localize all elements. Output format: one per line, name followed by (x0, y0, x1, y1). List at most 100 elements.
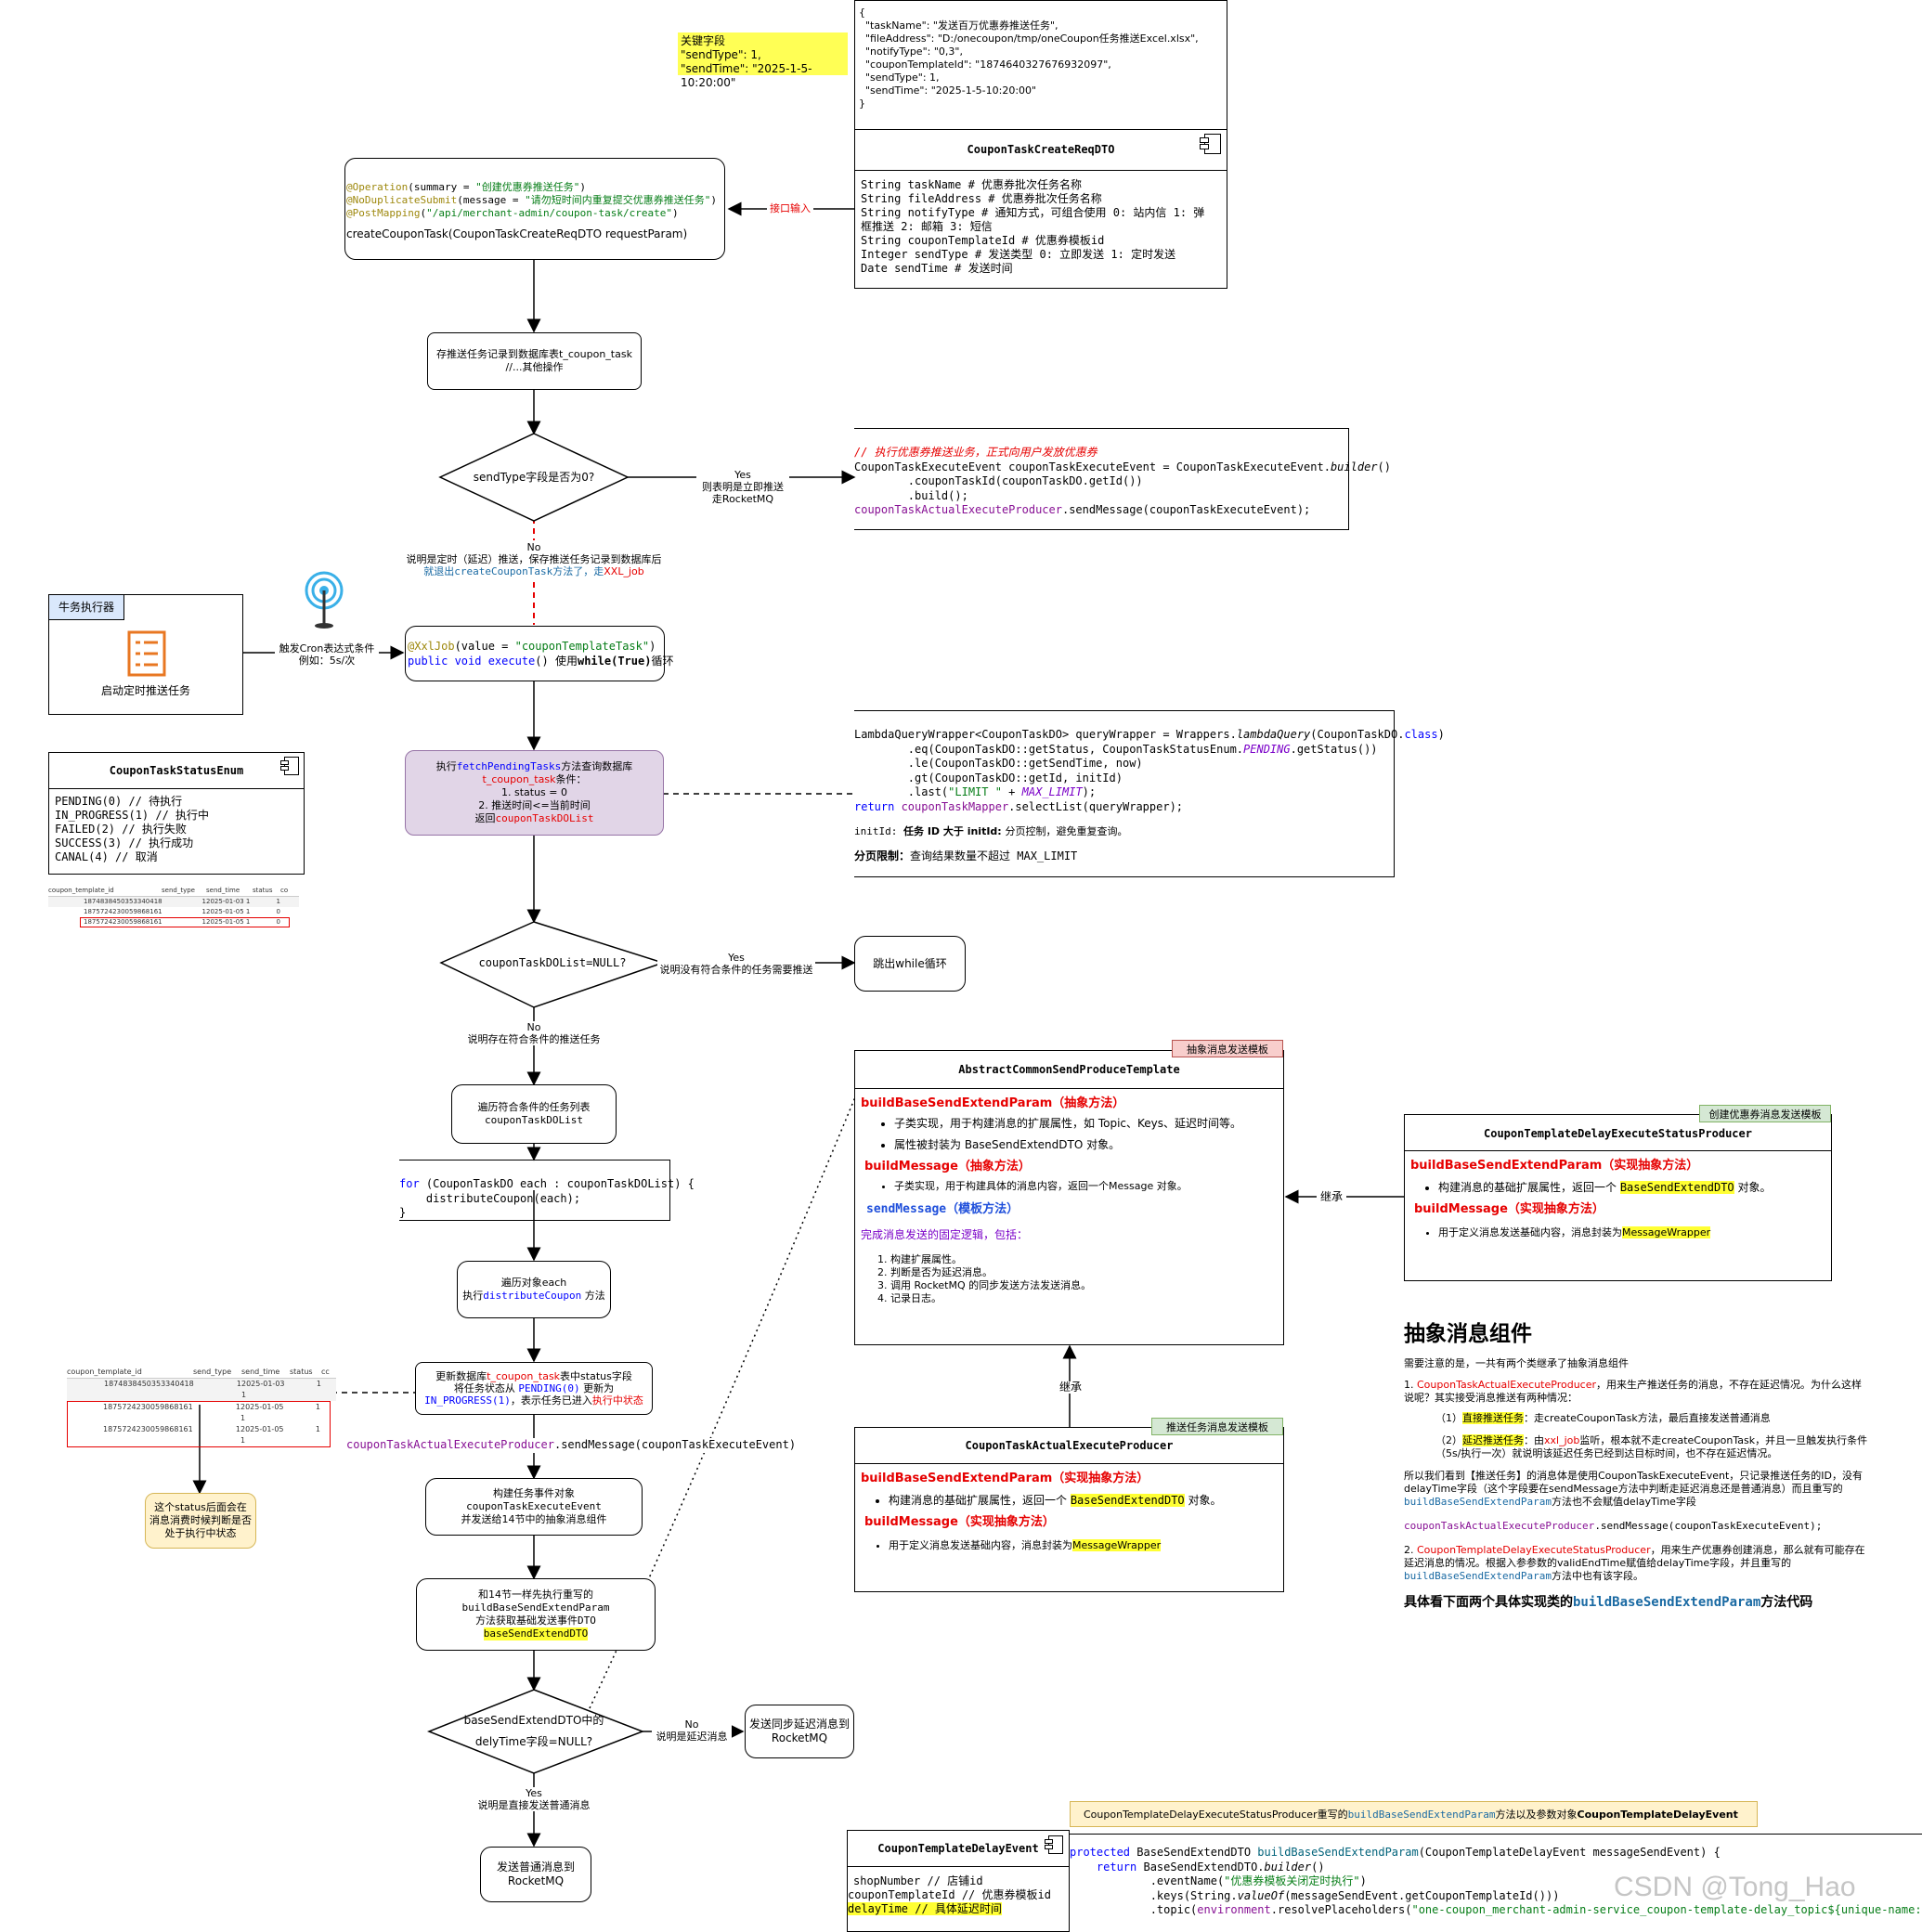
fetch-line: 1. status = 0 (500, 786, 567, 798)
bottom-banner: CouponTemplateDelayExecuteStatusProducer… (1070, 1801, 1758, 1827)
build-param-line: buildBaseSendExtendParam (461, 1601, 610, 1614)
event-field: shopNumber // 店铺id (853, 1874, 983, 1887)
notes-title: 抽象消息组件 (1404, 1322, 1532, 1346)
build-param-box: 和14节一样先执行重写的 buildBaseSendExtendParam 方法… (416, 1578, 656, 1651)
method-title: buildBaseSendExtendParam（实现抽象方法） (1410, 1159, 1699, 1173)
xxl-executor-title: 牛务执行器 (49, 595, 124, 620)
dto-field: String couponTemplateId # 优惠券模板id (861, 234, 1105, 247)
send-delay-line: RocketMQ (771, 1731, 828, 1744)
method-title: buildBaseSendExtendParam（实现抽象方法） (861, 1472, 1149, 1485)
actual-producer-header: CouponTaskActualExecuteProducer (855, 1428, 1283, 1464)
code-line: .gt(CouponTaskDO::getId, initId) (854, 771, 1123, 784)
dto-class-title: CouponTaskCreateReqDTO (967, 143, 1115, 156)
dto-field: Integer sendType # 发送类型 0: 立即发送 1: 定时发送 (861, 248, 1176, 261)
decision3-line: baseSendExtendDTO中的 (463, 1714, 604, 1727)
method-desc-list: 构建消息的基础扩展属性，返回一个 BaseSendExtendDTO 对象。 (1410, 1181, 1825, 1195)
each-line: 执行distributeCoupon 方法 (462, 1290, 605, 1302)
notes-code-line: couponTaskActualExecuteProducer.sendMess… (1404, 1520, 1823, 1532)
inherit-label: 继承 (1317, 1191, 1346, 1203)
decision-list-null: couponTaskDOList=NULL? (478, 955, 627, 969)
update-line: 更新数据库t_coupon_task表中status字段 (435, 1370, 632, 1382)
decision3-line: delyTime字段=NULL? (474, 1735, 593, 1748)
code-line: return BaseSendExtendDTO.builder() (1070, 1860, 1325, 1874)
json-line: { (859, 6, 865, 19)
build-event-line: 构建任务事件对象 (493, 1487, 575, 1499)
enum-item: CANAL(4) // 取消 (55, 850, 158, 863)
method-desc: 用于定义消息发送基础内容，消息封装为MessageWrapper (1438, 1226, 1825, 1239)
event-field: couponTemplateId // 优惠券模板id (848, 1888, 1051, 1901)
inherit-label: 继承 (1057, 1381, 1084, 1394)
code-comment: // 执行优惠券推送业务，正式向用户发放优惠券 (854, 446, 1097, 459)
update-line: 将任务状态从 PENDING(0) 更新为 (453, 1382, 615, 1394)
request-dto-panel: { "taskName": "发送百万优惠券推送任务", "fileAddres… (854, 0, 1227, 289)
notes-footer: 具体看下面两个具体实现类的buildBaseSendExtendParam方法代… (1404, 1595, 1813, 1610)
method-title: buildBaseSendExtendParam（抽象方法） (861, 1096, 1125, 1110)
abstract-send-template-class: AbstractCommonSendProduceTemplate buildB… (854, 1050, 1284, 1345)
build-param-line: 方法获取基础发送事件DTO (475, 1614, 596, 1627)
delay-producer-class: CouponTemplateDelayExecuteStatusProducer… (1404, 1114, 1832, 1281)
method-desc: 构建消息的基础扩展属性，返回一个 BaseSendExtendDTO 对象。 (889, 1494, 1278, 1508)
update-status-box: 更新数据库t_coupon_task表中status字段 将任务状态从 PEND… (415, 1362, 653, 1415)
code-line: .le(CouponTaskDO::getSendTime, now) (854, 757, 1143, 770)
enum-item: PENDING(0) // 待执行 (55, 795, 183, 808)
json-line: "sendTime": "2025-1-5-10:20:00" (859, 84, 1037, 97)
actual-producer-body: buildBaseSendExtendParam（实现抽象方法） 构建消息的基础… (855, 1464, 1283, 1560)
actual-producer-tag: 推送任务消息发送模板 (1151, 1418, 1283, 1435)
component-icon (1045, 1835, 1063, 1854)
code-line: distributeCoupon(each); (399, 1191, 581, 1205)
controller-signature: createCouponTask(CouponTaskCreateReqDTO … (346, 227, 688, 240)
json-line: "couponTemplateId": "1874640327676932097… (859, 58, 1111, 71)
json-line: "taskName": "发送百万优惠券推送任务", (859, 19, 1058, 32)
code-line: LambdaQueryWrapper<CouponTaskDO> queryWr… (854, 728, 1445, 741)
yes-desc: 说明没有符合条件的任务需要推送 (659, 964, 813, 976)
method-desc-list: 子类实现，用于构建具体的消息内容，返回一个Message 对象。 (861, 1180, 1278, 1193)
build-event-box: 构建任务事件对象 couponTaskExecuteEvent 并发送给14节中… (425, 1478, 643, 1536)
query-code-block: LambdaQueryWrapper<CouponTaskDO> queryWr… (854, 710, 1445, 877)
status-enum-title: CouponTaskStatusEnum (109, 764, 244, 777)
yes-desc: 说明是直接发送普通消息 (477, 1799, 591, 1811)
method-desc-list: 构建消息的基础扩展属性，返回一个 BaseSendExtendDTO 对象。 (861, 1494, 1278, 1508)
yes-desc: 则表明是立即推送 (702, 481, 784, 493)
method-desc-list: 用于定义消息发送基础内容，消息封装为MessageWrapper (1410, 1226, 1825, 1239)
enum-item: SUCCESS(3) // 执行成功 (55, 836, 194, 849)
delay-producer-title: CouponTemplateDelayExecuteStatusProducer (1484, 1127, 1752, 1140)
task-list-icon (127, 630, 166, 677)
template-step: 2. 判断是否为延迟消息。 (877, 1266, 993, 1278)
yes-label: Yes (526, 1787, 542, 1799)
json-line: "sendType": 1, (859, 71, 940, 84)
template-step: 3. 调用 RocketMQ 的同步发送方法发送消息。 (877, 1279, 1092, 1291)
xxljob-annotation: @XxlJob(value = "couponTemplateTask") (408, 640, 656, 653)
component-icon (280, 757, 299, 775)
dto-field: String notifyType # 通知方式，可组合使用 0: 站内信 1:… (861, 206, 1205, 219)
delay-event-class: CouponTemplateDelayEvent shopNumber // 店… (847, 1830, 1070, 1932)
abstract-class-header: AbstractCommonSendProduceTemplate (855, 1051, 1283, 1089)
template-method-desc: 完成消息发送的固定逻辑，包括： (861, 1228, 1029, 1241)
bottom-code-block: protected BaseSendExtendDTO buildBaseSen… (1070, 1834, 1922, 1921)
no-label: No (526, 1021, 541, 1033)
annotation-operation: @Operation(summary = "创建优惠券推送任务") (346, 181, 586, 193)
method-desc: 构建消息的基础扩展属性，返回一个 BaseSendExtendDTO 对象。 (1438, 1181, 1825, 1195)
no-label: No (684, 1718, 699, 1731)
notes-paragraph: 所以我们看到【推送任务】的消息体是使用CouponTaskExecuteEven… (1404, 1470, 1864, 1508)
dto-field: 框推送 2: 邮箱 3: 短信 (861, 220, 993, 233)
notes-paragraph: 2. CouponTemplateDelayExecuteStatusProdu… (1404, 1544, 1865, 1582)
code-line: .build(); (854, 488, 968, 502)
edge-label-interface: 接口输入 (767, 202, 813, 214)
no-desc: 说明存在符合条件的推送任务 (467, 1033, 601, 1045)
actual-producer-title: CouponTaskActualExecuteProducer (965, 1439, 1174, 1452)
notes-paragraph: 需要注意的是，一共有两个类继承了抽象消息组件 (1404, 1357, 1629, 1369)
antenna-icon (305, 571, 344, 629)
code-line: .last("LIMIT " + MAX_LIMIT); (854, 785, 1097, 798)
build-event-line: couponTaskExecuteEvent (466, 1500, 602, 1512)
code-line: couponTaskActualExecuteProducer.sendMess… (854, 503, 1311, 516)
yes-desc: 走RocketMQ (711, 493, 774, 505)
send-normal-message-box: 发送普通消息到 RocketMQ (480, 1847, 591, 1902)
abstract-component-notes: 抽象消息组件 需要注意的是，一共有两个类继承了抽象消息组件 1. CouponT… (1404, 1320, 1868, 1611)
annotation-noduplicate: @NoDuplicateSubmit(message = "请勿短时间内重复提交… (346, 194, 717, 206)
